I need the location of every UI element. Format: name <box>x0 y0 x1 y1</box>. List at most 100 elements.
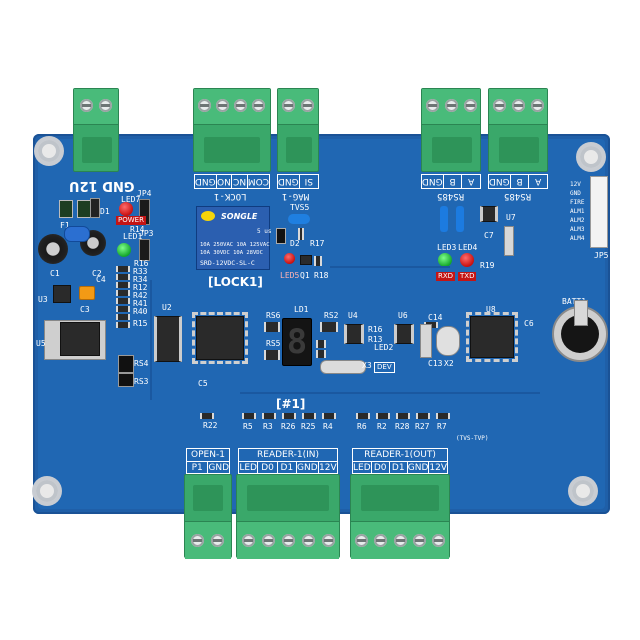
label-c2: C2 <box>92 269 102 278</box>
pin-label: GND <box>421 176 443 186</box>
label-u5: U5 <box>36 339 46 348</box>
label-jp4: JP4 <box>137 189 152 198</box>
open1-title: OPEN-1 <box>187 449 229 462</box>
pin-label: GND <box>488 176 510 186</box>
status-led-icon <box>117 243 131 257</box>
screw-icon <box>252 99 265 112</box>
terminal-reader-in[interactable] <box>236 474 340 559</box>
label-tvs5: TVS5 <box>290 203 310 212</box>
lock1-name: LOCK-1 <box>214 191 247 201</box>
screw-icon <box>355 534 368 547</box>
pcb-trace <box>330 266 450 268</box>
label-u8: U8 <box>486 305 496 314</box>
label-r28: R28 <box>395 422 410 431</box>
battery-holder <box>552 300 608 362</box>
label-r18: R18 <box>314 271 329 280</box>
jp5-pin-label: ALM2 <box>570 217 585 224</box>
label-led1: LED1 <box>123 232 143 241</box>
power-label: GND 12U <box>69 178 135 193</box>
rs485-2-name: RS485 <box>504 191 532 201</box>
label-r17: R17 <box>310 239 325 248</box>
tvs-diode <box>440 206 448 232</box>
pin-label: SI <box>298 175 318 188</box>
relay-model: SRD-12VDC-SL-C <box>200 259 255 267</box>
mounting-hole-bottom-right <box>572 480 594 502</box>
screw-icon <box>394 534 407 547</box>
jp5-pin-label: FIRE <box>570 199 585 206</box>
label-led5: LED5 <box>280 271 300 280</box>
chip-u2 <box>154 316 182 362</box>
label-r34: R34 <box>133 275 148 284</box>
jp5-pin-label: ALM1 <box>570 208 585 215</box>
pin-label: B <box>509 175 529 188</box>
label-u7: U7 <box>506 213 516 222</box>
capacitor-blue <box>64 226 90 242</box>
diode <box>77 200 91 218</box>
screw-icon <box>322 534 335 547</box>
screw-icon <box>531 99 544 112</box>
power-led-icon <box>119 202 133 216</box>
pin-label: P1 <box>187 462 209 474</box>
screw-icon <box>99 99 112 112</box>
tvs-diode <box>456 206 464 232</box>
relay-rating-2: 10A 30VDC 10A 28VDC <box>200 250 263 256</box>
label-r3: R3 <box>263 422 273 431</box>
resistor-column <box>116 266 130 330</box>
pin-label: NC <box>231 175 247 188</box>
terminal-reader-out[interactable] <box>350 474 450 559</box>
jp5-pin-label: ALM4 <box>570 235 585 242</box>
pin-label: 12V <box>429 463 448 473</box>
label-txd: TXD <box>458 272 477 281</box>
terminal-power[interactable] <box>73 88 119 172</box>
resistor-network-rs4 <box>118 355 134 373</box>
pin-label: A <box>461 175 480 188</box>
screw-icon <box>216 99 229 112</box>
label-u2: U2 <box>162 303 172 312</box>
rs485-1-name: RS485 <box>437 191 465 201</box>
resistor-network-rs3 <box>118 373 134 387</box>
label-x3: X3 <box>362 361 372 370</box>
seven-segment-display: 8 <box>282 318 312 366</box>
label-r22: R22 <box>203 421 218 430</box>
label-r19: R19 <box>480 261 495 270</box>
terminal-rs485-1[interactable] <box>421 88 481 172</box>
label-r2: R2 <box>377 422 387 431</box>
label-power-led: POWER <box>116 216 146 225</box>
connector-jp5[interactable] <box>590 176 608 248</box>
terminal-open1[interactable] <box>184 474 232 559</box>
mounting-hole-bottom-left <box>36 480 58 502</box>
label-c4: C4 <box>96 275 106 284</box>
pin-label: 12V <box>319 463 337 473</box>
relay-led-icon <box>284 253 295 264</box>
mag1-pin-labels: SI GND <box>277 174 319 189</box>
terminal-mag1[interactable] <box>277 88 319 172</box>
relay-marks: 5 us <box>257 228 272 235</box>
relay: SONGLE 5 us 10A 250VAC 10A 125VAC 10A 30… <box>196 206 272 270</box>
label-r14: R14 <box>130 225 145 234</box>
jp5-pin-label: ALM3 <box>570 226 585 233</box>
terminal-lock1[interactable] <box>193 88 271 172</box>
smd-component <box>200 413 214 419</box>
pin-label: GND <box>407 462 430 474</box>
smd-component <box>90 198 100 218</box>
pin-label: D1 <box>278 462 298 474</box>
fuse <box>59 200 73 218</box>
screw-icon <box>413 534 426 547</box>
pin-label: GND <box>208 463 229 473</box>
label-rs2: RS2 <box>324 311 339 320</box>
label-u6: U6 <box>398 311 408 320</box>
lock1-pin-labels: COM NC NO GND <box>194 174 270 189</box>
screw-icon <box>211 534 224 547</box>
label-led4: LED4 <box>458 243 478 252</box>
terminal-rs485-2[interactable] <box>488 88 548 172</box>
chip-u6 <box>394 324 414 344</box>
reader-out-label-box: READER-1(OUT) LED D0 D1 GND 12V <box>352 448 448 474</box>
board-id: [#1] <box>276 397 306 411</box>
label-r41: R41 <box>133 299 148 308</box>
screw-icon <box>512 99 525 112</box>
jp5-pin-label: GND <box>570 190 581 197</box>
screw-icon <box>493 99 506 112</box>
lock1-title: [LOCK1] <box>208 275 263 289</box>
pin-label: NO <box>215 175 232 188</box>
jumper-jp3[interactable] <box>139 239 150 261</box>
